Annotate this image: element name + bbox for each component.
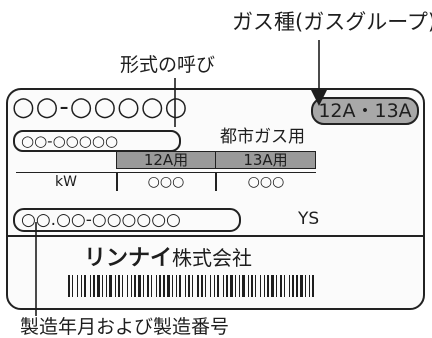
barcode-bar bbox=[214, 275, 215, 297]
barcode-bar bbox=[151, 275, 152, 297]
barcode-bar bbox=[81, 275, 82, 297]
barcode-bar bbox=[217, 275, 219, 297]
rating-plate: ○○-○○○○○ 12A・13A ○○-○○○○○ 都市ガス用 12A用 13A… bbox=[6, 88, 425, 310]
table-header-12a: 12A用 bbox=[116, 151, 216, 169]
plate-divider bbox=[8, 235, 423, 237]
manufacturer-suffix: 株式会社 bbox=[172, 246, 253, 270]
barcode-bar bbox=[300, 275, 303, 297]
table-divider bbox=[116, 172, 118, 191]
serial-callout-label: 製造年月および製造番号 bbox=[20, 316, 230, 338]
barcode-bar bbox=[284, 275, 285, 297]
barcode-bar bbox=[106, 275, 107, 297]
barcode-bar bbox=[77, 275, 78, 297]
barcode-bar bbox=[248, 275, 249, 297]
barcode-bar bbox=[197, 275, 199, 297]
barcode-bar bbox=[118, 275, 120, 297]
barcode-bar bbox=[260, 275, 261, 297]
barcode-bar bbox=[296, 275, 298, 297]
barcode-bar bbox=[68, 275, 70, 297]
barcode-bar bbox=[192, 275, 193, 297]
barcode-bar bbox=[255, 275, 256, 297]
barcode-bar bbox=[239, 275, 240, 297]
table-row-label: kW bbox=[16, 172, 116, 191]
barcode-bar bbox=[312, 275, 314, 297]
barcode-bar bbox=[163, 275, 165, 297]
barcode-bar bbox=[201, 275, 203, 297]
barcode-bar bbox=[122, 275, 123, 297]
serial-number-badge: ○○.○○-○○○○○○ bbox=[13, 208, 241, 232]
table-header-13a: 13A用 bbox=[215, 151, 316, 169]
barcode-bar bbox=[134, 275, 136, 297]
barcode-bar bbox=[90, 275, 91, 297]
table-value-13a: ○○○ bbox=[216, 172, 316, 191]
model-type-callout-label: 形式の呼び bbox=[120, 54, 216, 76]
model-type-badge: ○○-○○○○○ bbox=[13, 130, 181, 152]
barcode-bar bbox=[280, 275, 282, 297]
barcode-bar bbox=[167, 275, 170, 297]
barcode-bar bbox=[93, 275, 95, 297]
barcode-bar bbox=[235, 275, 236, 297]
barcode-bar bbox=[309, 275, 310, 297]
barcode-bar bbox=[305, 275, 306, 297]
barcode-bar bbox=[115, 275, 116, 297]
barcode-bar bbox=[97, 275, 100, 297]
manufacturer-name: リンナイ株式会社 bbox=[84, 248, 252, 270]
barcode-bar bbox=[188, 275, 190, 297]
barcode-bar bbox=[226, 275, 228, 297]
barcode-bar bbox=[131, 275, 132, 297]
gas-group-text: 12A・13A bbox=[318, 100, 412, 122]
barcode-bar bbox=[230, 275, 233, 297]
model-number: ○○-○○○○○ bbox=[12, 92, 189, 122]
barcode-bar bbox=[172, 275, 173, 297]
barcode-bar bbox=[109, 275, 112, 297]
barcode-bar bbox=[147, 275, 149, 297]
barcode-bar bbox=[223, 275, 224, 297]
city-gas-label: 都市ガス用 bbox=[220, 127, 305, 147]
barcode-bar bbox=[138, 275, 141, 297]
gas-type-callout-label: ガス種(ガスグループ) bbox=[232, 10, 432, 34]
model-type-text: ○○-○○○○○ bbox=[21, 132, 119, 150]
barcode-bar bbox=[185, 275, 186, 297]
barcode-bar bbox=[179, 275, 181, 297]
gas-group-badge: 12A・13A bbox=[311, 97, 419, 125]
barcode-bar bbox=[292, 275, 294, 297]
barcode-bar bbox=[72, 275, 73, 297]
barcode-bar bbox=[159, 275, 161, 297]
barcode-bar bbox=[205, 275, 206, 297]
barcode-bar bbox=[271, 275, 274, 297]
table-divider bbox=[215, 172, 217, 191]
barcode-bar bbox=[102, 275, 103, 297]
barcode-bar bbox=[289, 275, 290, 297]
barcode-bar bbox=[251, 275, 253, 297]
barcode-bar bbox=[210, 275, 211, 297]
barcode-bar bbox=[127, 275, 128, 297]
barcode-bar bbox=[143, 275, 144, 297]
barcode-bar bbox=[276, 275, 277, 297]
barcode-bar bbox=[156, 275, 157, 297]
barcode bbox=[68, 275, 314, 297]
barcode-bar bbox=[264, 275, 265, 297]
spec-table: 12A用 13A用 kW ○○○ ○○○ bbox=[16, 151, 316, 191]
barcode-bar bbox=[242, 275, 245, 297]
serial-suffix: YS bbox=[298, 209, 320, 229]
table-value-12a: ○○○ bbox=[116, 172, 216, 191]
barcode-bar bbox=[176, 275, 177, 297]
serial-number-text: ○○.○○-○○○○○○ bbox=[21, 210, 181, 230]
manufacturer-brand: リンナイ bbox=[84, 246, 173, 271]
barcode-bar bbox=[267, 275, 269, 297]
barcode-bar bbox=[84, 275, 86, 297]
